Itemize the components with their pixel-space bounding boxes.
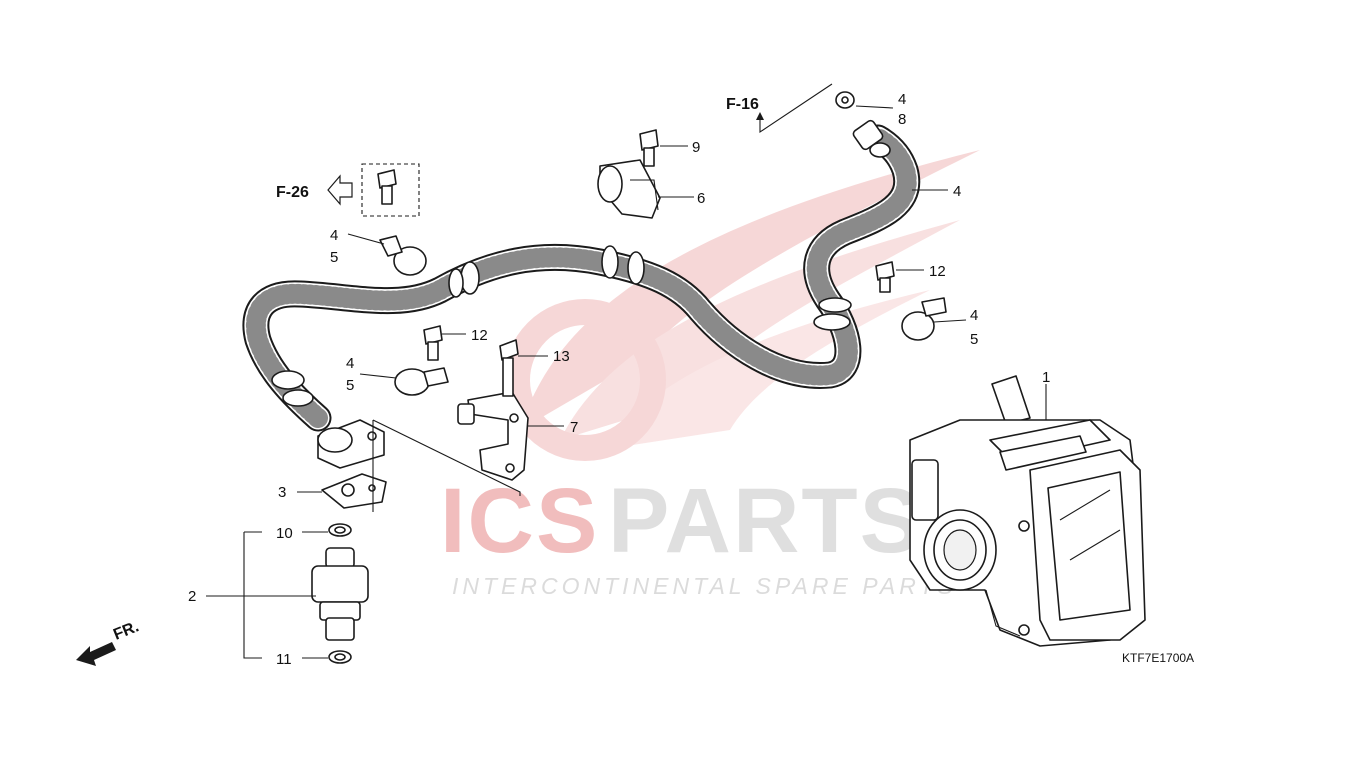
hose-clamp-right bbox=[901, 297, 947, 341]
hose-holder bbox=[597, 159, 661, 219]
callout-4-middle: 4 bbox=[346, 355, 354, 372]
fuel-injector bbox=[311, 523, 369, 664]
bolt-12-left bbox=[423, 325, 443, 361]
callout-9: 9 bbox=[692, 139, 700, 156]
callout-7: 7 bbox=[570, 419, 578, 436]
bolt-12-right bbox=[875, 261, 895, 293]
seal-plate bbox=[321, 473, 387, 509]
callout-10: 10 bbox=[276, 525, 293, 542]
callout-4-left: 4 bbox=[330, 227, 338, 244]
throttle-body bbox=[909, 375, 1146, 647]
callout-4-hose: 4 bbox=[953, 183, 961, 200]
hose-clamp-left bbox=[379, 235, 427, 276]
injector-joint bbox=[317, 419, 385, 469]
watermark-tagline: INTERCONTINENTAL SPARE PARTS bbox=[452, 573, 957, 599]
reference-f16: F-16 bbox=[726, 83, 833, 134]
hose-clamp-top bbox=[835, 91, 855, 109]
reference-f26-label: F-26 bbox=[276, 184, 309, 201]
callout-8: 8 bbox=[898, 111, 906, 128]
front-direction-marker: FR. bbox=[76, 618, 141, 666]
callout-12-left: 12 bbox=[471, 327, 488, 344]
bolt-f26 bbox=[377, 169, 397, 205]
callout-3: 3 bbox=[278, 484, 286, 501]
bolt-13 bbox=[499, 339, 519, 397]
callout-2: 2 bbox=[188, 588, 196, 605]
callout-5-left: 5 bbox=[330, 249, 338, 266]
hose-fittings bbox=[271, 119, 891, 407]
hose-clamp-middle bbox=[394, 367, 449, 396]
callout-5-middle: 5 bbox=[346, 377, 354, 394]
callout-4-top: 4 bbox=[898, 91, 906, 108]
bracket-assembly bbox=[457, 391, 529, 481]
callout-13: 13 bbox=[553, 348, 570, 365]
watermark-brand-gray: PARTS bbox=[608, 470, 923, 572]
callout-6: 6 bbox=[697, 190, 705, 207]
reference-f16-label: F-16 bbox=[726, 96, 759, 113]
reference-f26: F-26 bbox=[276, 163, 420, 217]
callout-12-right: 12 bbox=[929, 263, 946, 280]
callout-11: 11 bbox=[276, 651, 292, 668]
watermark-brand-red: ICS bbox=[440, 470, 599, 572]
front-marker-label: FR. bbox=[111, 618, 141, 643]
bolt-9 bbox=[639, 129, 659, 167]
fuel-hose bbox=[242, 119, 921, 432]
diagram-code: KTF7E1700A bbox=[1122, 651, 1194, 665]
callout-labels: 1 2 3 4 5 4 5 4 5 4 8 4 6 7 9 10 11 12 1… bbox=[188, 91, 1050, 668]
callout-5-right: 5 bbox=[970, 331, 978, 348]
callout-1: 1 bbox=[1042, 369, 1050, 386]
leader-lines bbox=[206, 105, 1047, 659]
callout-4-right: 4 bbox=[970, 307, 978, 324]
